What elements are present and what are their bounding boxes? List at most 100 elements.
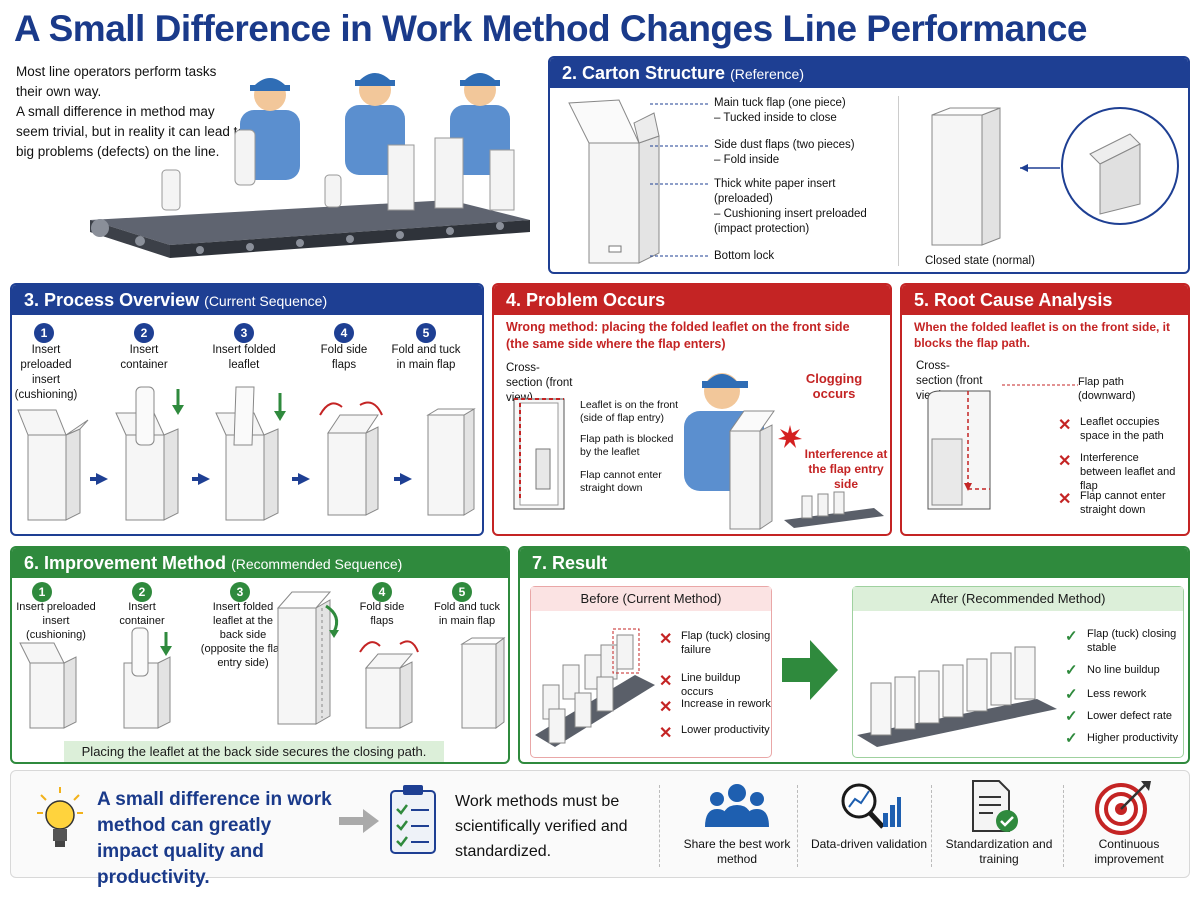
bottom-key-message: A small difference in work method can gr… — [97, 789, 332, 888]
root-path-leader — [1002, 384, 1078, 386]
bottom-separator-2 — [797, 785, 798, 867]
before-item-2-x-icon: ✕ — [659, 673, 673, 690]
root-point-1: Leaflet occupies space in the path — [1080, 416, 1164, 442]
root-point-2: Interference between leaflet and flap — [1080, 452, 1176, 492]
improvement-steps-illustration — [19, 591, 506, 729]
improve-step-5-label: Fold and tuck in main flap — [433, 601, 501, 627]
closed-carton-illustration — [931, 107, 1001, 246]
problem-cross-section-diagram — [513, 398, 565, 510]
root-cross-section-diagram — [927, 390, 991, 510]
result-before-title: Before (Current Method) — [531, 587, 771, 611]
panel-problem-occurs: 4. Problem Occurs Wrong method: placing … — [492, 283, 892, 536]
detail-zoom-circle — [1020, 107, 1179, 225]
process-step-5-number: 5 — [416, 323, 436, 343]
problem-note-2: Flap path is blocked by the leaflet — [580, 433, 674, 458]
after-item-1: Flap (tuck) closing stable — [1087, 628, 1177, 654]
target-icon — [1095, 781, 1151, 835]
panel-improvement-header: 6. Improvement Method (Recommended Seque… — [12, 548, 508, 578]
process-step-3-label: Insert folded leaflet — [212, 344, 276, 371]
intro-text: Most line operators perform tasks their … — [16, 62, 246, 162]
improve-step-3-label: Insert folded leaflet at the back side (… — [200, 601, 286, 669]
before-item-3-x-icon: ✕ — [659, 699, 673, 716]
carton-divider — [898, 96, 899, 266]
panel-process-header: 3. Process Overview (Current Sequence) — [12, 285, 482, 315]
panel-result-header: 7. Result — [520, 548, 1188, 578]
panel-result: 7. Result Before (Current Method) ✕ Flap… — [518, 546, 1190, 764]
interference-label: Interference at the flap entry side — [804, 447, 888, 491]
bottom-summary: A small difference in work method can gr… — [10, 770, 1190, 888]
result-arrow-icon — [782, 640, 838, 700]
after-item-3: Less rework — [1087, 688, 1147, 700]
panel-root-cause-header: 5. Root Cause Analysis — [902, 285, 1188, 315]
feature-standardization-training: Standardization and training — [945, 837, 1053, 866]
bottom-separator-1 — [659, 785, 660, 867]
conveyor-operators-illustration — [90, 73, 530, 258]
process-step-4-label: Fold side flaps — [320, 344, 368, 371]
after-item-3-check-icon: ✓ — [1065, 686, 1078, 703]
improvement-note: Placing the leaflet at the back side sec… — [64, 741, 444, 762]
process-step-3-number: 3 — [234, 323, 254, 343]
improve-step-2-number: 2 — [132, 582, 152, 602]
before-item-4-x-icon: ✕ — [659, 725, 673, 742]
after-item-4-check-icon: ✓ — [1065, 708, 1078, 725]
feature-share-best-method: Share the best work method — [683, 837, 791, 866]
clog-burst-icon — [778, 425, 802, 448]
root-point-1-x-icon: ✕ — [1058, 417, 1072, 434]
panel-carton-structure-header: 2. Carton Structure (Reference) — [550, 58, 1188, 88]
feature-continuous-improvement: Continuous improvement — [1094, 837, 1164, 866]
process-steps-illustration — [17, 386, 476, 521]
after-item-2-check-icon: ✓ — [1065, 662, 1078, 679]
lightbulb-icon — [37, 787, 83, 847]
improve-step-3-number: 3 — [230, 582, 250, 602]
after-conveyor-illustration — [857, 646, 1057, 747]
intro-line-2: A small difference in method may seem tr… — [16, 104, 245, 159]
checklist-icon — [390, 785, 436, 854]
panel-process-overview: 3. Process Overview (Current Sequence) 1… — [10, 283, 484, 536]
carton-label-side-flaps: Side dust flaps (two pieces)– Fold insid… — [714, 139, 855, 166]
team-icon — [705, 784, 769, 827]
after-item-5: Higher productivity — [1087, 732, 1179, 744]
improve-step-5-number: 5 — [452, 582, 472, 602]
process-step-4-number: 4 — [334, 323, 354, 343]
before-item-3: Increase in rework — [681, 698, 771, 710]
bottom-separator-4 — [1063, 785, 1064, 867]
closed-state-label: Closed state (normal) — [925, 255, 1035, 267]
after-item-5-check-icon: ✓ — [1065, 730, 1078, 747]
carton-leader-lines — [650, 103, 708, 257]
mini-conveyor-illustration — [784, 491, 884, 528]
clogging-label: Clogging occurs — [805, 371, 863, 401]
process-step-2-label: Insert container — [120, 344, 168, 371]
operator-closing-carton-illustration — [684, 373, 775, 530]
before-item-4: Lower productivity — [681, 724, 770, 736]
before-conveyor-illustration — [535, 628, 655, 747]
root-headline: When the folded leaflet is on the front … — [914, 320, 1171, 350]
open-carton-illustration — [568, 99, 660, 264]
intro-line-1: Most line operators perform tasks their … — [16, 64, 217, 99]
before-item-2: Line buildup occurs — [681, 672, 741, 698]
carton-label-insert: Thick white paper insert (preloaded)– Cu… — [714, 178, 867, 235]
carton-label-main-flap: Main tuck flap (one piece)– Tucked insid… — [714, 97, 846, 124]
page-title: A Small Difference in Work Method Change… — [14, 8, 1088, 49]
process-step-5-label: Fold and tuck in main flap — [391, 344, 461, 371]
process-step-1-number: 1 — [34, 323, 54, 343]
improve-step-1-label: Insert preloaded insert (cushioning) — [16, 601, 96, 641]
root-point-3-x-icon: ✕ — [1058, 491, 1072, 508]
magnifier-chart-icon — [841, 783, 901, 829]
result-before-box: Before (Current Method) ✕ Flap (tuck) cl… — [530, 586, 772, 758]
after-item-1-check-icon: ✓ — [1065, 628, 1078, 645]
before-item-1: Flap (tuck) closing failure — [681, 630, 771, 656]
after-item-4: Lower defect rate — [1087, 710, 1172, 722]
improve-step-4-label: Fold side flaps — [359, 601, 405, 627]
improve-step-2-label: Insert container — [119, 601, 165, 627]
root-path-label: Flap path (downward) — [1078, 376, 1136, 402]
root-point-2-x-icon: ✕ — [1058, 453, 1072, 470]
root-point-3: Flap cannot enter straight down — [1080, 490, 1166, 516]
result-after-box: After (Recommended Method) ✓ Flap (tuck)… — [852, 586, 1184, 758]
panel-carton-structure: 2. Carton Structure (Reference) Main tuc… — [548, 56, 1190, 274]
panel-improvement-method: 6. Improvement Method (Recommended Seque… — [10, 546, 510, 764]
bottom-separator-3 — [931, 785, 932, 867]
problem-headline: Wrong method: placing the folded leaflet… — [506, 320, 850, 351]
improve-step-4-number: 4 — [372, 582, 392, 602]
process-step-2-number: 2 — [134, 323, 154, 343]
document-check-icon — [972, 780, 1018, 832]
